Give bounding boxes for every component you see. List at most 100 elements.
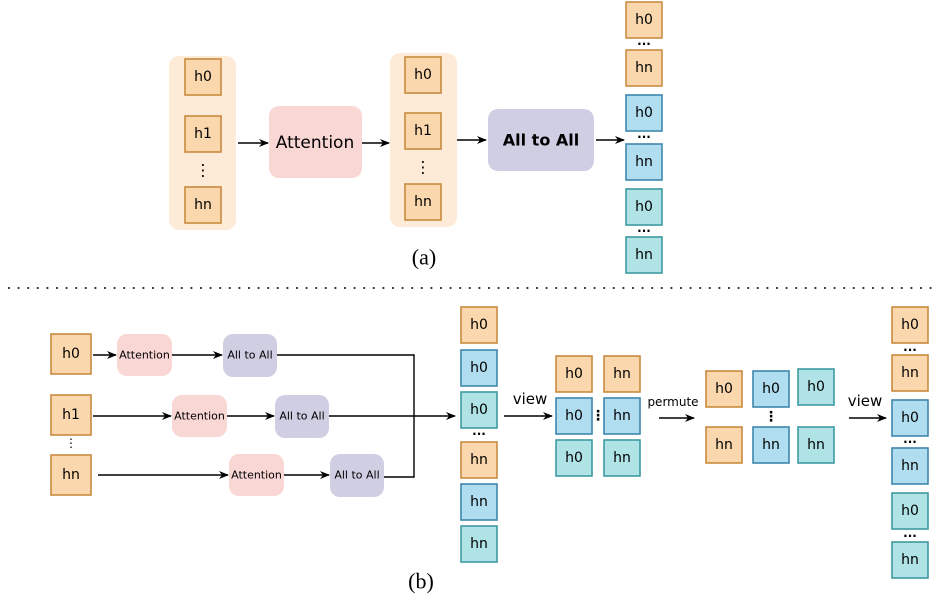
b-final-token-2-box bbox=[891, 399, 929, 437]
b-final-token-5-box bbox=[891, 541, 929, 579]
separator-dot bbox=[737, 286, 740, 290]
separator-dot bbox=[209, 286, 212, 290]
b-attention-block-2 bbox=[229, 454, 284, 496]
separator-dot bbox=[843, 286, 846, 290]
separator-dot bbox=[651, 286, 654, 290]
separator-dot bbox=[871, 286, 875, 290]
a-stack-token-4-box bbox=[625, 188, 663, 226]
a-alltoall-block bbox=[488, 109, 594, 171]
a-stack-token-2-box bbox=[625, 94, 663, 132]
separator-dot bbox=[718, 286, 721, 290]
separator-dot bbox=[382, 286, 385, 290]
separator-dot bbox=[823, 286, 827, 290]
a-output-token-1-box bbox=[404, 112, 442, 150]
separator-dot bbox=[679, 286, 683, 290]
b-final-token-1-label: hn bbox=[901, 365, 919, 381]
separator-dot bbox=[295, 286, 299, 290]
separator-dot bbox=[439, 286, 443, 290]
b-attention-label-1: Attention bbox=[174, 410, 225, 423]
b-view-grid-token-1-1-label: hn bbox=[613, 408, 631, 424]
b-attention-label-2: Attention bbox=[231, 469, 282, 482]
b-final-ellipsis-0: ··· bbox=[903, 343, 917, 357]
a-attention-label: Attention bbox=[276, 133, 354, 153]
separator-dot bbox=[727, 286, 731, 290]
a-output-ellipsis: ⋮ bbox=[415, 158, 431, 177]
b-input-token-2-box bbox=[50, 454, 92, 496]
caption-b: (b) bbox=[408, 569, 434, 594]
b-input-token-0-label: h0 bbox=[62, 346, 80, 362]
b-permute-grid-token-1-0-label: h0 bbox=[762, 381, 780, 397]
b-permute-grid-token-0-1-box bbox=[705, 426, 743, 464]
b-permute-grid-token-0-0-box bbox=[705, 370, 743, 408]
b-final-ellipsis-1: ··· bbox=[903, 435, 917, 449]
a-stack-token-3-label: hn bbox=[635, 154, 653, 170]
b-alltoall-block-2 bbox=[330, 454, 384, 497]
b-gathered-ellipsis: ··· bbox=[472, 427, 486, 441]
separator-dot bbox=[286, 286, 289, 290]
b-input-token-1-box bbox=[50, 394, 92, 436]
b-gathered-token-0-box bbox=[460, 306, 498, 344]
separator-dot bbox=[478, 286, 481, 290]
b-gathered-token-4-label: hn bbox=[470, 494, 488, 510]
b-view-grid-token-0-0-box bbox=[555, 355, 593, 393]
separator-dot bbox=[363, 286, 366, 290]
separator-dot bbox=[401, 286, 404, 290]
separator-dot bbox=[526, 286, 529, 290]
a-stack-ellipsis-1: ··· bbox=[637, 130, 651, 144]
a-input-token-2-box bbox=[184, 186, 222, 224]
b-alltoall-label-1: All to All bbox=[279, 410, 324, 423]
separator-dot bbox=[324, 286, 327, 290]
a-input-token-1-box bbox=[184, 115, 222, 153]
b-final-token-3-box bbox=[891, 447, 929, 485]
b-gathered-token-5-label: hn bbox=[470, 536, 488, 552]
separator-dot bbox=[756, 286, 759, 290]
b-permute-grid-token-1-1-label: hn bbox=[762, 437, 780, 453]
separator-dot bbox=[507, 286, 510, 290]
b-view-grid-token-0-2-label: h0 bbox=[565, 450, 583, 466]
separator-dot bbox=[343, 286, 347, 290]
separator-dot bbox=[535, 286, 539, 290]
separator-dot bbox=[468, 286, 471, 290]
separator-dot bbox=[891, 286, 894, 290]
caption-a: (a) bbox=[412, 245, 436, 270]
separator-dot bbox=[430, 286, 433, 290]
a-stack-token-0-box bbox=[625, 1, 663, 39]
b-permute-label: permute bbox=[647, 395, 698, 409]
b-view-grid-token-0-0-label: h0 bbox=[565, 366, 583, 382]
separator-dot bbox=[94, 286, 97, 290]
separator-dot bbox=[7, 286, 11, 290]
a-stack-ellipsis-2: ··· bbox=[637, 224, 651, 238]
separator-dot bbox=[641, 286, 644, 290]
b-gathered-token-4-box bbox=[460, 483, 498, 521]
a-stack-ellipsis-0: ··· bbox=[637, 37, 651, 51]
b-attention-label-0: Attention bbox=[119, 349, 170, 362]
separator-dot bbox=[411, 286, 414, 290]
separator-dot bbox=[171, 286, 174, 290]
b-gathered-token-2-box bbox=[460, 391, 498, 429]
separator-dot bbox=[929, 286, 932, 290]
a-stack-token-1-box bbox=[625, 49, 663, 87]
b-attention-block-1 bbox=[172, 395, 227, 437]
b-gathered-token-2-label: h0 bbox=[470, 402, 488, 418]
separator-dot bbox=[564, 286, 567, 290]
b-final-token-0-box bbox=[891, 306, 929, 344]
separator-dot bbox=[775, 286, 779, 290]
b-gathered-token-0-label: h0 bbox=[470, 317, 488, 333]
separator-dot bbox=[919, 286, 923, 290]
separator-dot bbox=[487, 286, 491, 290]
b-view-grid-token-1-1-box bbox=[603, 397, 641, 435]
separator-dot bbox=[372, 286, 375, 290]
b-input-ellipsis: ⋮ bbox=[65, 436, 77, 450]
b-view-label-1: view bbox=[513, 390, 548, 408]
a-output-token-2-label: hn bbox=[414, 194, 432, 210]
separator-dot bbox=[267, 286, 270, 290]
separator-dot bbox=[583, 286, 587, 290]
a-stack-token-3-box bbox=[625, 143, 663, 181]
b-view-grid-ellipsis: ⋮ bbox=[591, 408, 605, 424]
a-attention-block bbox=[269, 106, 362, 178]
separator-dot bbox=[622, 286, 625, 290]
b-permute-grid-token-1-1-box bbox=[752, 426, 790, 464]
b-view-grid-token-1-2-box bbox=[603, 439, 641, 477]
separator-dot bbox=[391, 286, 395, 290]
